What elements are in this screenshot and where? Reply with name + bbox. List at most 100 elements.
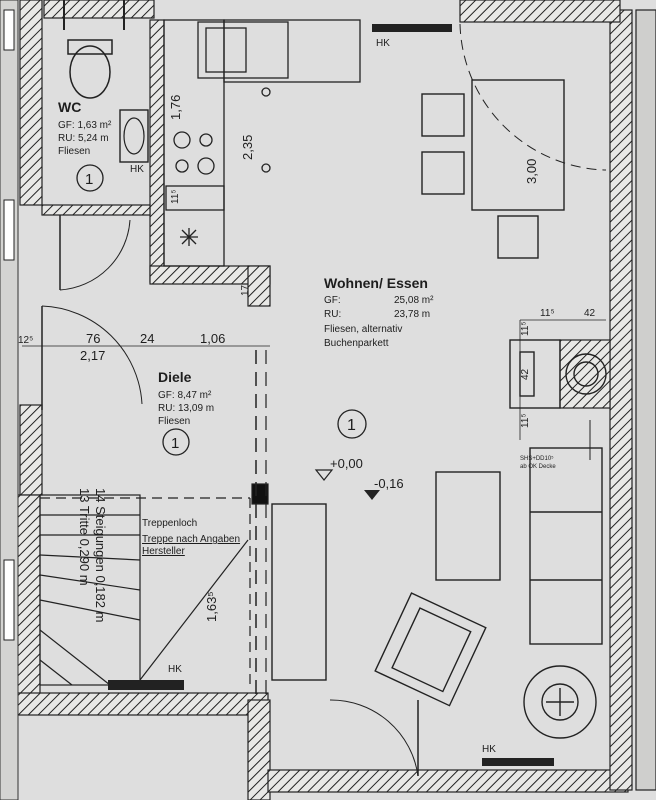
dim-42b: 42 — [520, 368, 531, 380]
diele-ru: RU: 13,09 m — [158, 403, 214, 414]
wohnen-name: Wohnen/ Essen — [324, 275, 428, 291]
dim-217: 2,17 — [80, 348, 105, 363]
radiator-bottom — [482, 758, 554, 766]
wohnen-marker: 1 — [347, 417, 356, 434]
wall-left-outer — [19, 0, 43, 206]
kitchen-pin-1 — [261, 87, 271, 97]
wohnen-marker-circle — [337, 409, 367, 439]
dim-115a: 11⁵ — [170, 189, 181, 204]
bottom-hk: HK — [482, 744, 496, 755]
level-zero-symbol — [314, 469, 334, 481]
dim-17: 17 — [240, 284, 251, 296]
stair-step-5 — [39, 599, 141, 621]
wc-gf: GF: 1,63 m² — [58, 120, 112, 131]
diele-marker-circle — [162, 428, 190, 456]
wall-kitchen-stub — [247, 265, 271, 307]
dim-300: 3,00 — [524, 159, 539, 184]
dim-115b: 11⁵ — [540, 308, 555, 319]
hall-door-swing — [41, 305, 143, 405]
armchair-outer — [374, 592, 487, 707]
dim-76: 76 — [86, 331, 100, 346]
wall-bottom-mid — [247, 699, 271, 800]
wohnen-gf-label: GF: — [324, 295, 341, 306]
kitchen-sink — [197, 21, 289, 79]
wc-floor: Fliesen — [58, 146, 90, 157]
plant-inner — [541, 683, 579, 721]
treppe-line-2: Treppe nach Angaben — [142, 534, 240, 545]
wall-wc-bottom — [41, 204, 151, 216]
treppe-line-3: Hersteller — [142, 546, 185, 557]
kitchen-pin-2 — [261, 163, 271, 173]
wall-right — [609, 9, 633, 791]
dim-24: 24 — [140, 331, 154, 346]
window-left-1 — [3, 9, 15, 51]
hall-hk: HK — [168, 664, 182, 675]
hob-2 — [199, 133, 213, 147]
hob-3 — [175, 159, 189, 173]
radiator-hall — [108, 680, 184, 690]
wc-basin-bowl — [123, 117, 145, 155]
armchair-inner — [391, 607, 472, 693]
walls — [9, 0, 656, 800]
wc-room: WC GF: 1,63 m² RU: 5,24 m Fliesen 1 HK — [58, 0, 149, 291]
stair-step-7 — [39, 659, 73, 686]
armchair — [374, 592, 487, 707]
wall-top-main — [459, 0, 621, 23]
fireplace-box — [509, 339, 561, 409]
wall-wc-kitchen — [149, 19, 165, 283]
fireplace-note-2: ab OK Decke — [520, 464, 556, 470]
radiator-top — [372, 24, 452, 32]
hob-1 — [173, 131, 191, 149]
diele-floor: Fliesen — [158, 416, 190, 427]
treppe-line-1: Treppenloch — [142, 518, 197, 529]
level-zero: +0,00 — [330, 456, 363, 471]
kitchen-counter — [163, 19, 225, 267]
kitchen-hk: HK — [376, 38, 390, 49]
dim-235: 2,35 — [240, 135, 255, 160]
wall-top-left — [43, 0, 155, 19]
wc-door-swing — [59, 219, 131, 291]
chair-2 — [421, 151, 465, 195]
wc-hk: HK — [130, 164, 144, 175]
dim-1635: 1,63⁵ — [204, 591, 219, 622]
wohnen-floor-2: Buchenparkett — [324, 338, 389, 349]
dim-106: 1,06 — [200, 331, 225, 346]
exterior-left — [0, 0, 19, 800]
wc-marker-circle — [76, 164, 104, 192]
kitchen-counter-top — [223, 19, 361, 83]
living-furniture — [271, 79, 607, 739]
bench — [271, 503, 327, 681]
wohnen-gf-value: 25,08 m² — [394, 295, 434, 306]
terrace-door-arc — [459, 23, 607, 171]
stair-step-3 — [39, 554, 141, 561]
dining-table — [471, 79, 565, 211]
stair-step-4 — [39, 574, 141, 591]
hall: 12⁵ 76 2,17 24 1,06 Diele GF: 8,47 m² RU… — [18, 305, 270, 700]
chair-3 — [497, 215, 539, 259]
dim-125: 12⁵ — [18, 335, 33, 346]
stove-inner — [573, 361, 599, 387]
dim-115d: 11⁵ — [520, 413, 531, 428]
wc-ru: RU: 5,24 m — [58, 133, 109, 144]
dim-42a: 42 — [584, 308, 596, 319]
fireplace-note: SHS+DD10⁵ — [520, 455, 554, 462]
hob-4 — [197, 157, 215, 175]
entry-door-swing — [329, 699, 419, 777]
diele-marker: 1 — [171, 435, 179, 452]
stairs — [39, 494, 251, 690]
level-minus-symbol — [364, 490, 380, 500]
kitchen-oven — [165, 185, 225, 211]
kitchen — [163, 19, 361, 267]
stove-outer — [565, 353, 607, 395]
diele-name: Diele — [158, 369, 192, 385]
wall-left-lower — [19, 404, 43, 496]
wohnen-ru-value: 23,78 m — [394, 309, 430, 320]
window-left-2 — [3, 199, 15, 261]
sofa-outer — [529, 447, 603, 645]
stair-diagonal — [139, 539, 249, 681]
chair-1 — [421, 93, 465, 137]
wc-name: WC — [58, 99, 81, 115]
stair-step-6 — [39, 629, 111, 686]
coffee-table — [435, 471, 501, 581]
